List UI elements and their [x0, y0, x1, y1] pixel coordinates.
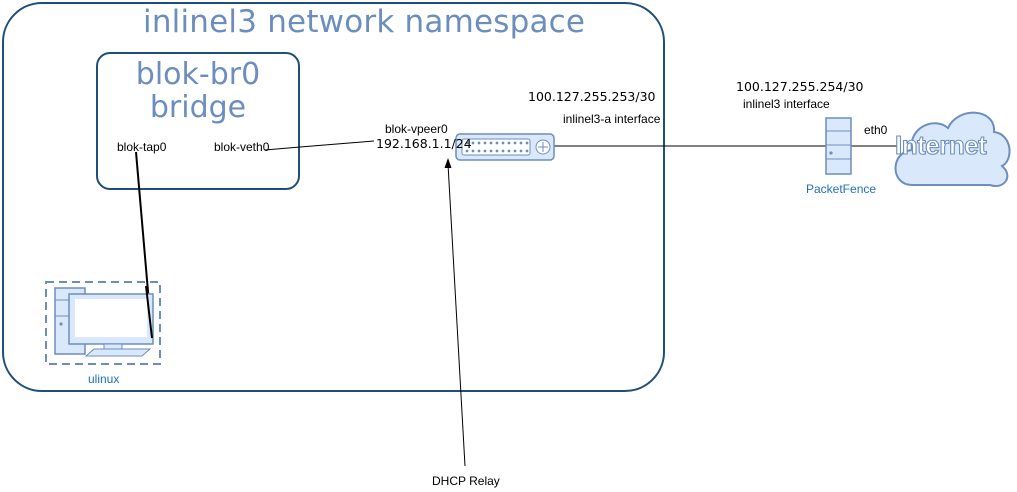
tap-label: blok-tap0: [117, 140, 167, 154]
dhcp-relay-arrow: [447, 163, 466, 467]
server-icon: [825, 117, 852, 175]
packetfence-interface-label: inlinel3 interface: [743, 97, 830, 111]
bridge-title: blok-br0 bridge: [135, 57, 261, 125]
dhcp-relay-arrowhead: [444, 158, 452, 168]
dhcp-relay-label: DHCP Relay: [432, 474, 500, 488]
eth-label: eth0: [864, 123, 888, 137]
computer-icon: [45, 281, 161, 365]
switch-interface-label: inlinel3-a interface: [563, 112, 661, 126]
switch-icon: [455, 133, 555, 161]
switch-ip: 100.127.255.253/30: [528, 89, 656, 104]
veth-vpeer-connector: [264, 140, 375, 151]
namespace-container: [2, 2, 665, 392]
vpeer-ip: 192.168.1.1/24: [376, 136, 472, 151]
veth-label: blok-veth0: [214, 140, 270, 154]
tap-connector-front: [145, 285, 153, 339]
client-name: ulinux: [88, 372, 120, 386]
packetfence-ip: 100.127.255.254/30: [736, 79, 864, 94]
internet-label: Internet: [894, 129, 987, 160]
cloud-icon: [894, 111, 1011, 188]
vpeer-label: blok-vpeer0: [385, 122, 448, 136]
bridge-container: [96, 52, 300, 190]
packetfence-name: PacketFence: [806, 182, 877, 196]
namespace-title: inlinel3 network namespace: [143, 4, 586, 40]
